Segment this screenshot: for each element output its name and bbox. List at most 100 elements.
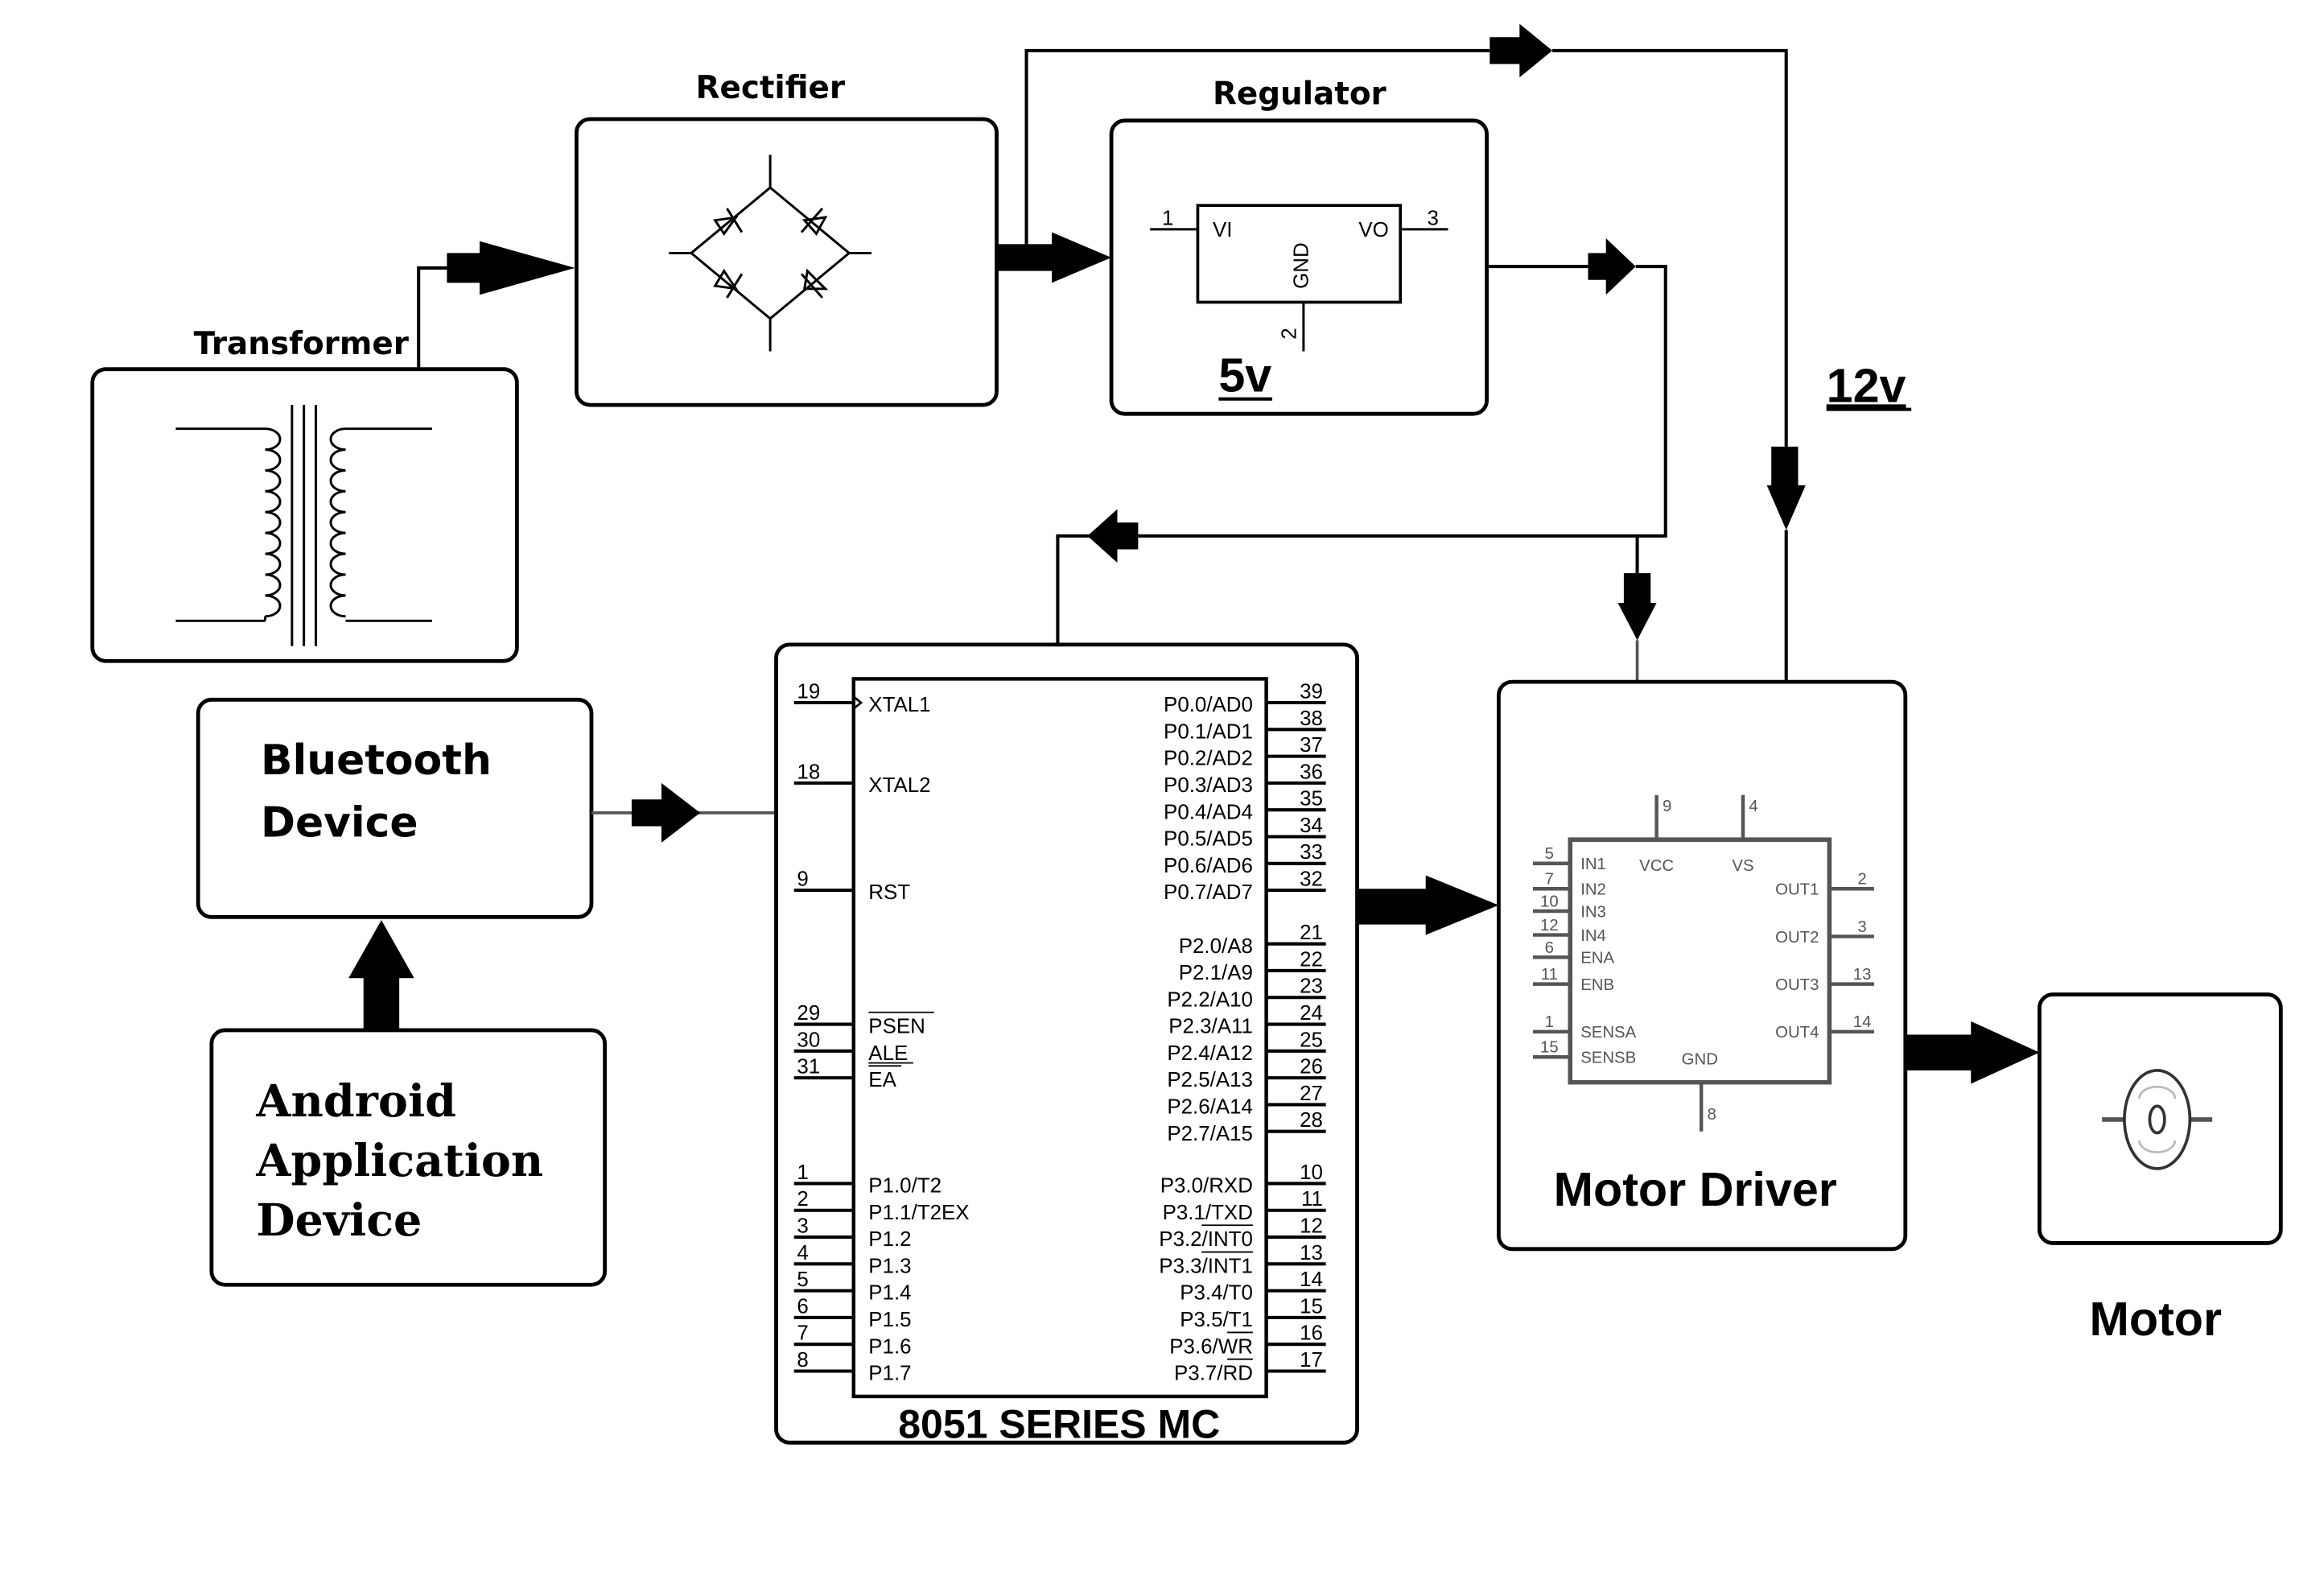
pin-label: P0.6/AD6: [1164, 855, 1253, 877]
pin-number: 24: [1300, 1002, 1323, 1025]
pin-label: P2.4/A12: [1167, 1042, 1253, 1065]
transformer-block: Transformer: [90, 326, 519, 663]
arrow-body: [1623, 573, 1651, 606]
arrow-body: [363, 976, 400, 1030]
pin-label: XTAL2: [868, 774, 930, 797]
bluetooth-box: [196, 697, 594, 919]
bluetooth-block: Bluetooth Device: [196, 697, 594, 919]
microcontroller-block: 19XTAL118XTAL29RST29PSEN30ALE31EA1P1.0/T…: [774, 642, 1359, 1447]
pin-label: P1.7: [868, 1363, 911, 1385]
pin-vi-label: VI: [1213, 219, 1232, 241]
dc-motor-icon: [2102, 1069, 2213, 1170]
pin-number: 2: [1279, 328, 1301, 339]
pin-number: 39: [1300, 680, 1323, 703]
pin-number: 6: [1545, 939, 1554, 957]
arrow-right-icon: [1519, 23, 1553, 78]
pin-number: 23: [1300, 976, 1323, 998]
pin-label: P1.1/T2EX: [868, 1202, 969, 1224]
pin-number: 21: [1300, 922, 1323, 944]
pin-label: P2.6/A14: [1167, 1096, 1253, 1119]
transformer-label: Transformer: [194, 326, 410, 362]
pin-number: 2: [1857, 871, 1866, 889]
voltage-regulator-icon: 1 3 VI VO GND 2: [1150, 204, 1448, 352]
pin-label: P0.7/AD7: [1164, 881, 1253, 904]
arrow-right-icon: [1425, 875, 1499, 935]
pin-label: PSEN: [868, 1016, 925, 1038]
pin-number: 28: [1300, 1109, 1323, 1132]
pin-label: P2.0/A8: [1179, 935, 1253, 958]
rectifier-box: [575, 117, 999, 407]
pin-number: 34: [1300, 815, 1323, 837]
pin-label: VS: [1732, 857, 1753, 875]
pin-number: 15: [1540, 1039, 1559, 1057]
pin-number: 9: [1663, 798, 1671, 815]
pin-label: P2.7/A15: [1167, 1123, 1253, 1145]
pin-number: 2: [797, 1188, 808, 1211]
motor-driver-label: Motor Driver: [1554, 1162, 1837, 1216]
pin-gnd-label: GND: [1290, 242, 1312, 289]
pin-label: P3.3/INT1: [1159, 1255, 1253, 1277]
pin-label: ENB: [1580, 976, 1614, 994]
pin-number: 31: [797, 1056, 820, 1079]
pin-number: 8: [1708, 1106, 1716, 1124]
pin-label: P1.4: [868, 1282, 911, 1305]
pin-number: 1: [1545, 1013, 1554, 1031]
wire-12v-right: [1552, 48, 1788, 447]
pin-label: RST: [868, 881, 910, 904]
pin-vo-label: VO: [1358, 219, 1388, 241]
pin-label: P0.4/AD4: [1164, 801, 1253, 823]
voltage-12v-label: 12v: [1827, 358, 1906, 412]
pin-number: 10: [1540, 893, 1559, 910]
wire-transformer-rectifier: [417, 266, 447, 371]
pin-number: 1: [797, 1161, 808, 1184]
bluetooth-label-line2: Device: [261, 799, 418, 848]
pin-label: P0.5/AD5: [1164, 828, 1253, 851]
pin-label: P1.5: [868, 1309, 911, 1331]
arrow-down-icon: [1766, 485, 1806, 530]
pin-label: P3.1/TXD: [1163, 1202, 1253, 1224]
pin-label: OUT2: [1775, 929, 1819, 947]
wire-5v-bus: [1056, 265, 1667, 644]
motor-driver-block: 9VCC4VS5IN17IN210IN312IN46ENA11ENB1SENSA…: [1496, 679, 1908, 1252]
wire-12v-top: [1024, 48, 1490, 245]
driver-chip-body: [1568, 837, 1832, 1085]
pin-label: P1.6: [868, 1335, 911, 1358]
pin-number: 26: [1300, 1056, 1323, 1079]
pin-number: 37: [1300, 734, 1323, 757]
pin-label: P0.0/AD0: [1164, 694, 1253, 716]
pin-number: 17: [1300, 1349, 1323, 1372]
pin-number: 13: [1300, 1242, 1323, 1264]
pin-number: 11: [1541, 966, 1558, 984]
pin-number: 38: [1300, 707, 1323, 730]
pin-number: 32: [1300, 868, 1323, 891]
pin-number: 3: [1857, 918, 1866, 936]
arrow-up-icon: [348, 920, 414, 979]
pin-number: 16: [1300, 1322, 1323, 1345]
pin-label: P3.2/INT0: [1159, 1228, 1253, 1251]
pin-label: XTAL1: [868, 694, 930, 716]
pin-number: 4: [1749, 798, 1757, 815]
voltage-5v-label: 5v: [1218, 348, 1271, 402]
pin-number: 8: [797, 1349, 808, 1372]
pin-label: IN4: [1580, 927, 1606, 945]
arrow-right-icon: [1605, 237, 1636, 295]
pin-number: 1: [1162, 207, 1173, 229]
pin-number: 3: [1428, 207, 1439, 229]
pin-number: 36: [1300, 761, 1323, 783]
pin-label: P0.3/AD3: [1164, 774, 1253, 797]
pin-number: 14: [1853, 1013, 1872, 1031]
pin-number: 33: [1300, 841, 1323, 864]
pin-number: 30: [797, 1029, 820, 1051]
pin-label: P3.4/T0: [1180, 1282, 1253, 1305]
arrow-head-icon: [480, 241, 575, 295]
pin-label: OUT1: [1775, 881, 1819, 899]
pin-number: 12: [1300, 1215, 1323, 1237]
pin-number: 5: [797, 1268, 808, 1291]
arrow-body: [1357, 889, 1432, 925]
pin-label: IN3: [1580, 903, 1606, 921]
pin-number: 29: [797, 1002, 820, 1025]
pin-label: P2.3/A11: [1168, 1016, 1253, 1038]
arrow-right-icon: [1052, 232, 1112, 283]
mc-chip-body: [851, 677, 1268, 1399]
